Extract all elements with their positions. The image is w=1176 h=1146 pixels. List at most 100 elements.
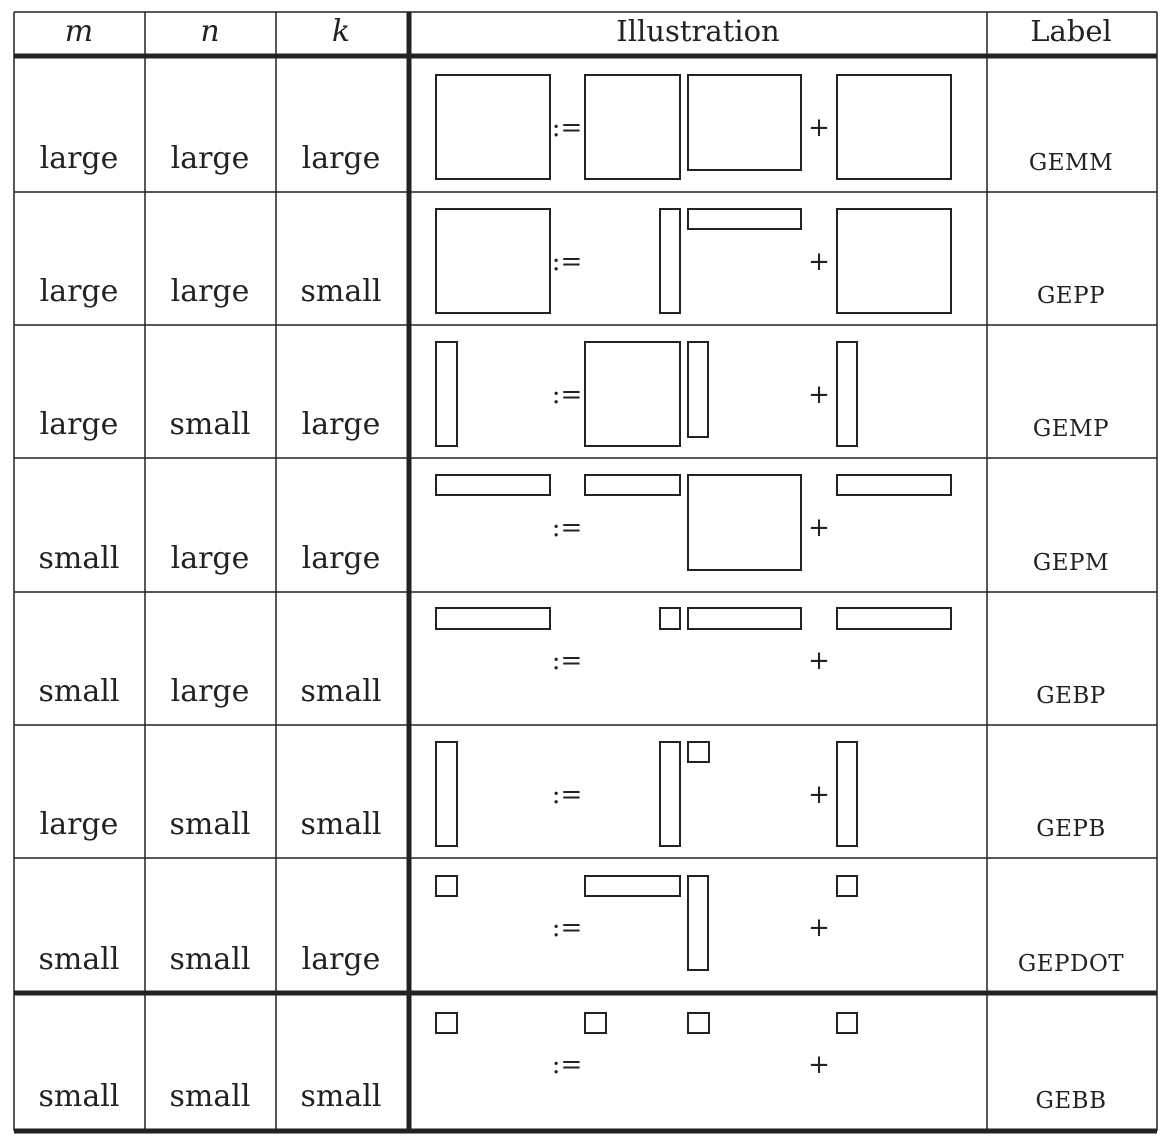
table-row: large large small GEPP := + [40,208,1105,314]
row-label: GEBB [1036,1088,1107,1114]
size-n: small [170,1079,251,1114]
illustration: := + [435,1012,858,1080]
assign-operator: := [552,1050,583,1080]
table-row: large large large GEMM := + [40,74,1113,180]
size-m: large [40,141,119,176]
table-row: small large large GEPM := + [39,474,1109,576]
matrix-b [687,208,802,230]
matrix-a [584,474,681,496]
size-n: large [171,541,250,576]
assign-operator: := [552,513,583,543]
matrix-a [659,208,681,314]
size-n: small [170,807,251,842]
plus-operator: + [808,780,830,810]
assign-operator: := [552,646,583,676]
matrix-c-rhs [836,875,858,897]
size-m: small [39,541,120,576]
header-illustration: Illustration [616,14,779,48]
plus-operator: + [808,646,830,676]
plus-operator: + [808,113,830,143]
size-n: large [171,141,250,176]
matrix-c [435,474,551,496]
row-label: GEPB [1036,816,1106,842]
plus-operator: + [808,913,830,943]
size-m: large [40,274,119,309]
size-m: large [40,407,119,442]
matrix-c-rhs [836,341,858,447]
matrix-c [435,208,551,314]
matrix-a [659,741,681,847]
illustration: := + [435,208,952,314]
matrix-c-rhs [836,741,858,847]
matrix-a [584,341,681,447]
matrix-c-rhs [836,208,952,314]
size-k: small [301,274,382,309]
header-label: Label [1030,14,1112,48]
size-n: large [171,274,250,309]
table-row: large small small GEPB := + [40,741,1106,847]
table-row: large small large GEMP := + [40,341,1109,447]
illustration: := + [435,741,858,847]
size-n: small [170,942,251,977]
size-k: small [301,1079,382,1114]
row-label: GEBP [1036,683,1106,709]
assign-operator: := [552,780,583,810]
table-row: small small large GEPDOT := + [39,875,1124,977]
size-m: small [39,674,120,709]
illustration: := + [435,875,858,971]
matrix-c [435,1012,458,1034]
plus-operator: + [808,247,830,277]
matrix-c [435,875,458,897]
plus-operator: + [808,1050,830,1080]
matrix-b [687,741,710,763]
row-label: GEMP [1033,416,1109,442]
matrix-b [687,607,802,630]
size-k: large [302,141,381,176]
size-k: large [302,942,381,977]
row-label: GEPP [1037,283,1105,309]
matrix-a [584,1012,607,1034]
matrix-c [435,74,551,180]
matrix-c [435,741,458,847]
header-n: n [200,14,219,49]
header-m: m [65,14,93,49]
illustration: := + [435,74,952,180]
matrix-b [687,74,802,171]
plus-operator: + [808,380,830,410]
matrix-b [687,875,709,971]
matrix-c-rhs [836,1012,858,1034]
matrix-c-rhs [836,474,952,496]
assign-operator: := [552,113,583,143]
table-row: small large small GEBP := + [39,607,1106,709]
size-k: small [301,674,382,709]
matrix-b [687,474,802,571]
matrix-a [584,74,681,180]
matrix-c [435,607,551,630]
size-m: small [39,942,120,977]
size-k: small [301,807,382,842]
row-label: GEPDOT [1018,951,1124,977]
illustration: := + [435,474,952,571]
matrix-a [584,875,681,897]
plus-operator: + [808,513,830,543]
size-n: small [170,407,251,442]
row-label: GEPM [1033,550,1109,576]
row-label: GEMM [1029,150,1113,176]
illustration: := + [435,607,952,676]
matrix-a [659,607,681,630]
size-m: small [39,1079,120,1114]
assign-operator: := [552,247,583,277]
matrix-c-rhs [836,607,952,630]
assign-operator: := [552,913,583,943]
size-k: large [302,407,381,442]
size-n: large [171,674,250,709]
assign-operator: := [552,380,583,410]
matrix-c [435,341,458,447]
table-row: small small small GEBB := + [39,1012,1107,1114]
illustration: := + [435,341,858,447]
size-k: large [302,541,381,576]
header-k: k [332,14,350,49]
matrix-b [687,341,709,438]
size-m: large [40,807,119,842]
